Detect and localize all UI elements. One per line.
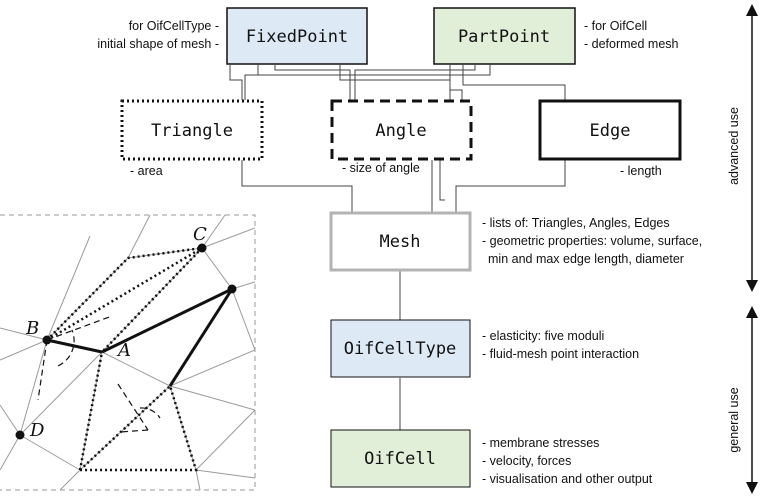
partpoint-label: PartPoint <box>458 27 550 47</box>
triangle-label: Triangle <box>151 121 233 141</box>
mesh-point-b <box>42 335 52 345</box>
general-use-label: general use <box>727 387 741 452</box>
advanced-use-label: advanced use <box>727 107 741 185</box>
advanced-use-arrow <box>746 4 758 292</box>
oifcelltype-note-2: - fluid-mesh point interaction <box>482 347 639 361</box>
mesh-note-1: - lists of: Triangles, Angles, Edges <box>482 216 670 230</box>
mesh-note-2: - geometric properties: volume, surface, <box>482 234 702 248</box>
mesh-point-e <box>227 284 237 294</box>
connectors <box>229 65 566 430</box>
oifcelltype-label: OifCellType <box>344 339 457 359</box>
edge-box: Edge <box>538 99 682 161</box>
mesh-label-a: A <box>116 340 131 361</box>
mesh-label: Mesh <box>380 232 421 252</box>
oifcell-note-2: - velocity, forces <box>482 454 571 468</box>
partpoint-box: PartPoint <box>433 7 576 65</box>
oifcell-note-3: - visualisation and other output <box>482 472 653 486</box>
mesh-label-d: D <box>29 420 45 441</box>
angle-box: Angle <box>330 99 473 161</box>
mesh-point-d <box>15 430 25 440</box>
fixedpoint-note-1: for OifCellType - <box>129 19 219 33</box>
triangle-note: - area <box>130 164 163 178</box>
mesh-label-c: C <box>193 224 207 245</box>
mesh-box: Mesh <box>329 211 472 272</box>
angle-note: - size of angle <box>342 161 420 175</box>
edge-note: - length <box>620 164 662 178</box>
mesh-illustration: A B C D <box>0 214 256 491</box>
fixedpoint-box: FixedPoint <box>226 7 368 65</box>
oifcell-note-1: - membrane stresses <box>482 436 599 450</box>
oifcelltype-note-1: - elasticity: five moduli <box>482 329 604 343</box>
angle-label: Angle <box>375 121 426 141</box>
partpoint-note-1: - for OifCell <box>584 19 647 33</box>
partpoint-note-2: - deformed mesh <box>584 37 679 51</box>
oifcell-label: OifCell <box>364 449 436 469</box>
general-use-arrow <box>746 306 758 494</box>
oifcelltype-box: OifCellType <box>330 319 471 378</box>
mesh-label-b: B <box>25 318 39 339</box>
triangle-box: Triangle <box>120 99 264 161</box>
fixedpoint-note-2: initial shape of mesh - <box>97 37 219 51</box>
mesh-point-c <box>197 243 207 253</box>
edge-label: Edge <box>590 121 631 141</box>
mesh-note-3: min and max edge length, diameter <box>488 252 684 266</box>
fixedpoint-label: FixedPoint <box>246 27 348 47</box>
oifcell-box: OifCell <box>330 429 471 488</box>
